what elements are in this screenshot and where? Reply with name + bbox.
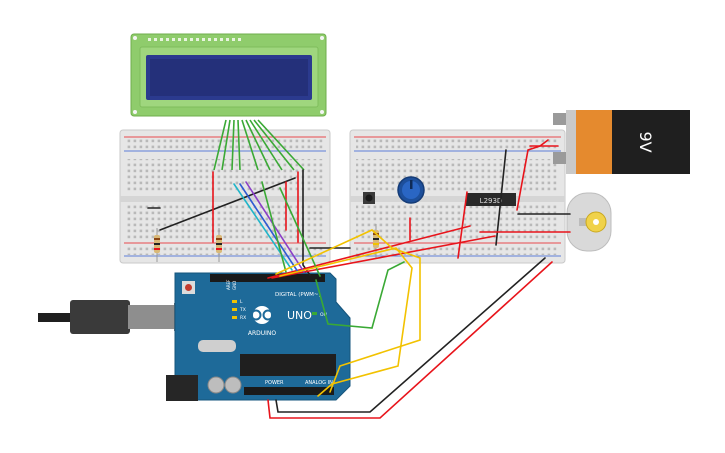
wire-green-1 <box>261 181 287 273</box>
wire-green-2 <box>279 187 321 277</box>
on-label: ON <box>320 312 327 318</box>
aref-label: AREF <box>226 279 231 290</box>
dc-motor <box>566 192 612 252</box>
wire-black-loop <box>275 257 546 413</box>
wire-black-diag <box>159 177 296 231</box>
resistor-middle <box>216 228 222 262</box>
led-tx-label: TX <box>239 307 246 313</box>
lcd-pin-header <box>148 38 241 41</box>
wire-red-battery <box>516 139 549 211</box>
lcd-wires <box>213 119 305 171</box>
digital-pins-label: DIGITAL (PWM~) <box>275 292 321 298</box>
analog-label: ANALOG IN <box>305 380 333 386</box>
driver-ic-label: L293D <box>480 197 503 205</box>
wire-yellow-2 <box>279 247 413 397</box>
arduino-uno: ARDUINO UNO DIGITAL (PWM~) POWER ANALOG … <box>166 272 351 401</box>
battery-9v: 9V <box>553 110 690 174</box>
wire-blue <box>239 183 299 273</box>
potentiometer <box>397 176 425 204</box>
lcd-module <box>130 33 327 117</box>
power-label: POWER <box>265 380 284 386</box>
push-button <box>363 192 375 204</box>
wire-yellow-1 <box>275 229 421 393</box>
arduino-model: UNO <box>287 309 312 322</box>
usb-cable <box>38 300 182 334</box>
led-l-label: L <box>240 299 243 305</box>
resistor-left <box>154 228 160 262</box>
wire-green-loop <box>315 261 405 329</box>
wire-purple <box>245 181 305 273</box>
led-rx-label: RX <box>240 315 246 321</box>
wires <box>147 139 571 419</box>
wire-red-long <box>267 261 553 419</box>
battery-label: 9V <box>636 131 655 152</box>
wire-red-ard-2 <box>271 235 496 279</box>
arduino-brand: ARDUINO <box>248 330 277 337</box>
driver-ic: L293D <box>466 193 516 206</box>
wire-red-right-v1 <box>457 191 468 259</box>
gnd-label: GND <box>232 281 237 290</box>
wire-black-right <box>495 149 507 246</box>
